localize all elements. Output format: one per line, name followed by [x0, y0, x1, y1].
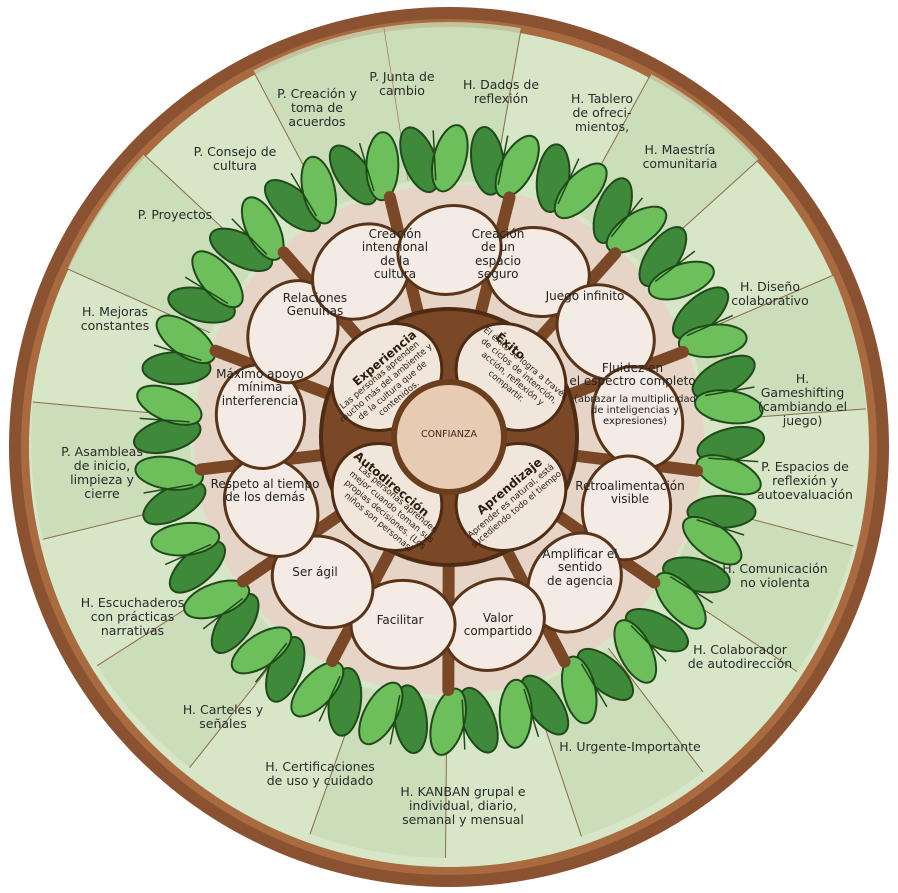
outer-label-kanban: H. KANBAN grupal e individual, diario, s… [388, 785, 538, 827]
center-label: CONFIANZA [399, 430, 499, 441]
outer-label-escuchaderos: H. Escuchaderos con prácticas narrativas [70, 596, 195, 638]
inner-label-fluidez: Fluidez en el espectro completo [565, 362, 700, 389]
outer-label-comunicacion-no-violenta: H. Comunicación no violenta [705, 562, 845, 590]
inner-label-retroalimentacion: Retroalimentación visible [565, 480, 695, 507]
inner-label-espacio-seguro: Creación de un espacio seguro [453, 228, 543, 282]
outer-label-urgente-importante: H. Urgente-Importante [555, 740, 705, 754]
outer-label-consejo-cultura: P. Consejo de cultura [180, 145, 290, 173]
leaf-icon [499, 679, 532, 748]
inner-label-ser-agil: Ser ágil [270, 566, 360, 579]
outer-label-diseno-colaborativo: H. Diseño colaborativo [710, 280, 830, 308]
outer-label-certificaciones: H. Certificaciones de uso y cuidado [255, 760, 385, 788]
outer-label-colaborador-autodireccion: H. Colaborador de autodirección [670, 643, 810, 671]
outer-label-proyectos: P. Proyectos [120, 208, 230, 222]
inner-label-fluidez-note: (abrazar la multiplicidad de inteligenci… [560, 394, 710, 428]
inner-label-juego-infinito: Juego infinito [530, 290, 640, 303]
outer-label-creacion-acuerdos: P. Creación y toma de acuerdos [262, 87, 372, 129]
leaf-icon [366, 132, 399, 201]
outer-label-asambleas: P. Asambleas de inicio, limpieza y cierr… [42, 445, 162, 501]
outer-label-tablero-ofrecimientos: H. Tablero de ofreci- mientos, [547, 92, 657, 134]
inner-label-relaciones-genuinas: Relaciones Genuinas [265, 292, 365, 319]
outer-label-carteles-senales: H. Carteles y señales [168, 703, 278, 731]
inner-label-facilitar: Facilitar [355, 614, 445, 627]
outer-label-espacios-reflexion: P. Espacios de reflexión y autoevaluació… [735, 460, 875, 502]
inner-label-valor-compartido: Valor compartido [448, 612, 548, 639]
inner-label-creacion-cultura: Creación intencional de la cultura [350, 228, 440, 282]
inner-label-respeto-tiempo: Respeto al tiempo de los demás [200, 478, 330, 505]
inner-label-agencia: Amplificar el sentido de agencia [530, 548, 630, 588]
outer-label-maestria-comunitaria: H. Maestría comunitaria [620, 143, 740, 171]
inner-label-maximo-apoyo: Máximo apoyo mínima interferencia [205, 368, 315, 408]
outer-label-dados-reflexion: H. Dados de reflexión [451, 78, 551, 106]
outer-label-mejoras-constantes: H. Mejoras constantes [60, 305, 170, 333]
outer-label-gameshifting: H. Gameshifting (cambiando el juego) [745, 372, 860, 428]
